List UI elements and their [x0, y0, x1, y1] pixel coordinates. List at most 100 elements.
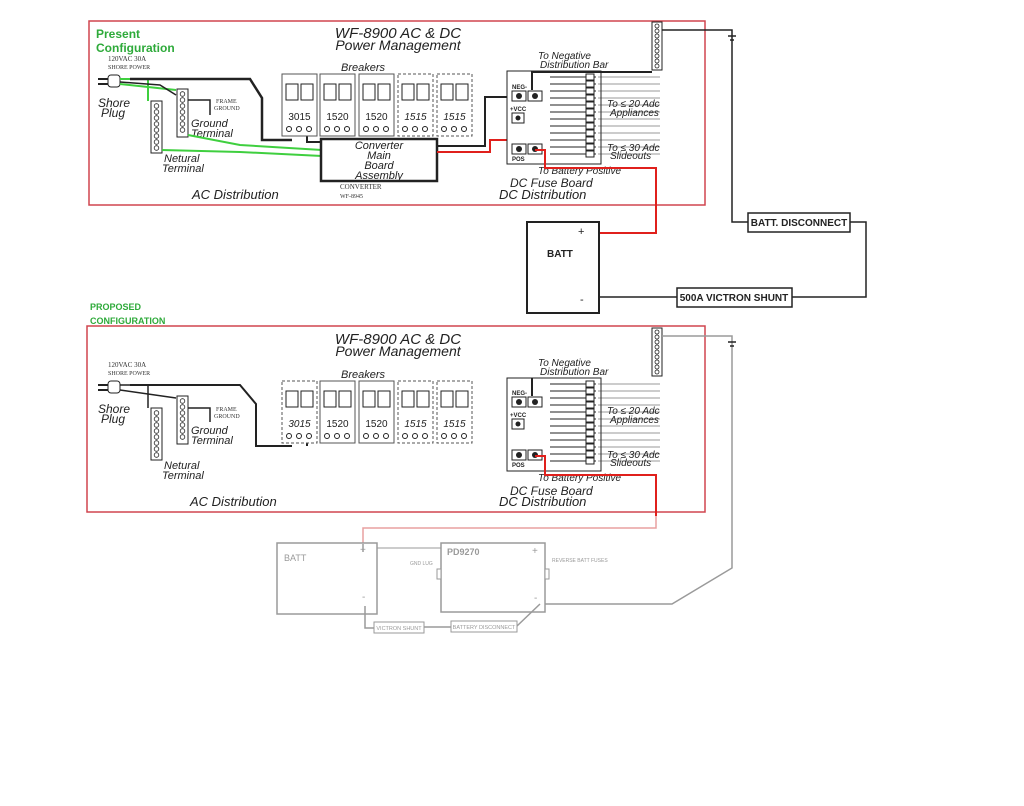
- present-frame-ground: FRAME: [216, 99, 237, 105]
- vcc-label: +VCC: [510, 413, 527, 419]
- to-negative: To Negative: [538, 358, 591, 369]
- proposed-frame-ground: FRAME: [216, 407, 237, 413]
- dc-fuse-board-label: DC Fuse Board: [510, 176, 593, 190]
- present-batt-minus: -: [580, 294, 584, 306]
- present-ground-terminal-label-2: Terminal: [191, 128, 233, 140]
- proposed-neutral-terminal-label-2: Terminal: [162, 470, 204, 482]
- proposed-breakers: [281, 380, 473, 444]
- to-slideouts-2: Slideouts: [610, 151, 651, 162]
- present-panel-border: [88, 20, 706, 206]
- disconnect-wire: [662, 29, 748, 223]
- proposed-ac-wiring: [119, 384, 308, 447]
- converter-model-2: WF-8945: [340, 194, 363, 200]
- proposed-ac-distribution: AC Distribution: [189, 494, 277, 509]
- breaker-label: 1515: [404, 419, 427, 430]
- present-breakers-title: Breakers: [341, 62, 386, 74]
- present-dc-pos-wire: [437, 139, 514, 153]
- breaker: [397, 73, 434, 137]
- breaker: [281, 73, 318, 137]
- present-neutral-terminal-label-2: Terminal: [162, 163, 204, 175]
- neg-bar-wire: [531, 71, 652, 90]
- present-breakers: [281, 73, 473, 137]
- breaker: [358, 380, 395, 444]
- present-configuration: Present Configuration WF-8900 AC & DC Po…: [88, 20, 867, 314]
- proposed-ground-return-wire: [540, 335, 733, 605]
- proposed-frame-ground-2: GROUND: [214, 414, 240, 420]
- breaker-label: 1520: [326, 419, 349, 430]
- present-ac-distribution: AC Distribution: [191, 187, 279, 202]
- breaker-label: 1515: [443, 419, 466, 430]
- reverse-batt-fuses-label: REVERSE BATT FUSES: [552, 558, 608, 564]
- pd9270-label: PD9270: [447, 547, 480, 557]
- breaker-label: 1520: [365, 419, 388, 430]
- present-ground-terminal-label: Ground: [191, 118, 229, 130]
- present-panel-subtitle: Power Management: [335, 37, 461, 53]
- breaker: [281, 380, 318, 444]
- present-shore-plug-icon: [98, 74, 121, 88]
- breaker-label: 1515: [404, 112, 427, 123]
- reverse-fuse-icon: [544, 568, 550, 580]
- neg-label: NEG-: [512, 391, 527, 397]
- present-battery: [526, 221, 600, 314]
- to-negative-2: Distribution Bar: [540, 60, 609, 71]
- present-shore-power: 120VAC 30A: [108, 55, 146, 63]
- breaker: [319, 73, 356, 137]
- breaker-label: 1515: [443, 112, 466, 123]
- to-slideouts-2: Slideouts: [610, 458, 651, 469]
- negative-distribution-bar: [651, 21, 663, 71]
- proposed-batt-minus: -: [362, 592, 365, 603]
- converter-label-3: Board: [364, 160, 394, 172]
- proposed-ground-terminal: [176, 395, 189, 445]
- converter-label: Converter: [355, 140, 405, 152]
- to-slideouts: To ≤ 30 Adc: [607, 450, 660, 461]
- pos-label: POS: [512, 463, 525, 469]
- proposed-neutral-terminal: [150, 407, 163, 461]
- present-shore-plug-label: Shore: [98, 96, 130, 110]
- proposed-ground-terminal-label-2: Terminal: [191, 435, 233, 447]
- proposed-battery-disconnect-label: BATTERY DISCONNECT: [453, 625, 516, 631]
- pos-label: POS: [512, 157, 525, 163]
- present-batt-plus: +: [578, 226, 584, 238]
- proposed-batt-label: BATT: [284, 553, 307, 563]
- present-label-2: Configuration: [96, 41, 175, 55]
- proposed-panel-border: [86, 325, 706, 513]
- breaker-label: 1520: [326, 112, 349, 123]
- to-battery-positive: To Battery Positive: [538, 166, 621, 177]
- proposed-shore-power-2: SHORE POWER: [108, 371, 150, 377]
- proposed-label-2: CONFIGURATION: [90, 316, 165, 326]
- batt-disconnect-label: BATT. DISCONNECT: [751, 218, 847, 229]
- present-neutral-terminal-label: Netural: [164, 153, 200, 165]
- proposed-shore-plug-label-2: Plug: [101, 412, 125, 426]
- to-negative-2: Distribution Bar: [540, 367, 609, 378]
- converter-label-2: Main: [367, 150, 391, 162]
- present-batt-label: BATT: [547, 249, 573, 260]
- present-shore-plug-label-2: Plug: [101, 106, 125, 120]
- breaker-label: 3015: [288, 419, 311, 430]
- gnd-lug-label: GND LUG: [410, 561, 433, 567]
- neg-label: NEG-: [512, 85, 527, 91]
- to-appliances-2: Appliances: [609, 415, 659, 426]
- present-dc-fuse-board: [506, 70, 660, 165]
- present-shore-power-2: SHORE POWER: [108, 65, 150, 71]
- present-label: Present: [96, 27, 140, 41]
- proposed-neutral-terminal-label: Netural: [164, 460, 200, 472]
- proposed-battery: [276, 542, 378, 615]
- breaker: [358, 73, 395, 137]
- proposed-negative-distribution-bar: [651, 327, 663, 377]
- to-battery-positive: To Battery Positive: [538, 473, 621, 484]
- converter-box: [319, 137, 439, 183]
- breaker: [436, 380, 473, 444]
- vcc-label: +VCC: [510, 107, 527, 113]
- proposed-positive-wire-red: [535, 455, 657, 516]
- disconnect-to-shunt-wire: [792, 221, 867, 298]
- proposed-battery-disconnect-box: [450, 620, 518, 633]
- proposed-victron-shunt-label: VICTRON SHUNT: [376, 626, 422, 632]
- breaker-label: 3015: [288, 112, 311, 123]
- proposed-panel-title: WF-8900 AC & DC: [335, 331, 461, 348]
- present-frame-ground-2: GROUND: [214, 106, 240, 112]
- present-neutral-terminal: [150, 100, 163, 154]
- to-slideouts: To ≤ 30 Adc: [607, 143, 660, 154]
- proposed-configuration: PROPOSED CONFIGURATION WF-8900 AC & DC P…: [86, 302, 736, 634]
- to-appliances: To ≤ 20 Adc: [607, 406, 660, 417]
